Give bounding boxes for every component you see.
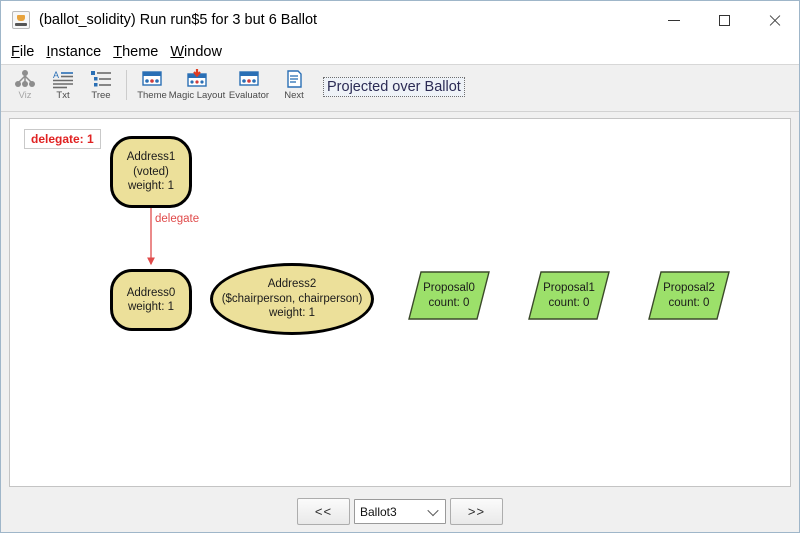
edge-delegate: [147, 208, 155, 266]
node-address2[interactable]: Address2 ($chairperson, chairperson) wei…: [210, 263, 374, 335]
theme-table-icon: [141, 69, 163, 89]
node-address2-line-0: Address2: [267, 278, 317, 291]
menu-theme-label: heme: [122, 43, 159, 60]
navigation-bar: << Ballot3 >>: [1, 491, 799, 532]
node-proposal0-line-1: count: 0: [428, 296, 470, 309]
java-cup-icon: [12, 11, 30, 29]
toolbar-label-magic-layout: Magic Layout: [168, 90, 226, 101]
next-instance-button[interactable]: >>: [450, 498, 503, 525]
menu-item-file[interactable]: File: [5, 42, 40, 62]
toolbar-button-tree[interactable]: Tree: [82, 67, 120, 101]
node-proposal0[interactable]: Proposal0 count: 0: [408, 271, 490, 320]
node-address1[interactable]: Address1 (voted) weight: 1: [110, 136, 192, 208]
toolbar-label-evaluator: Evaluator: [228, 90, 270, 101]
menu-item-window[interactable]: Window: [164, 42, 228, 62]
proposal2-shape: [648, 271, 730, 320]
menu-file-label: ile: [19, 43, 35, 60]
node-proposal0-line-0: Proposal0: [423, 282, 475, 294]
toolbar-label-tree: Tree: [91, 90, 111, 101]
minimize-icon: [668, 19, 680, 21]
menu-bar: File Instance Theme Window: [1, 39, 799, 65]
toolbar-button-magic-layout[interactable]: Magic Layout: [168, 67, 226, 101]
node-address1-line-0: Address1: [126, 151, 176, 164]
node-address2-line-1: ($chairperson, chairperson): [221, 292, 363, 305]
node-address0-line-1: weight: 1: [127, 301, 175, 313]
proposal0-shape: [408, 271, 490, 320]
node-proposal2[interactable]: Proposal2 count: 0: [648, 271, 730, 320]
menu-window-label: indow: [184, 43, 222, 60]
node-address0-line-0: Address0: [126, 286, 176, 299]
toolbar-label-next: Next: [284, 90, 304, 101]
window-title: (ballot_solidity) Run run$5 for 3 but 6 …: [39, 12, 318, 28]
node-address0-text: Address0 weight: 1: [127, 286, 176, 315]
menu-item-theme[interactable]: Theme: [107, 42, 164, 62]
toolbar-separator: [126, 70, 127, 100]
magic-layout-icon: [186, 69, 208, 89]
toolbar-label-viz: Viz: [18, 90, 32, 101]
node-proposal1-text: Proposal1 count: 0: [528, 271, 610, 320]
node-address2-text: Address2 ($chairperson, chairperson) wei…: [222, 277, 363, 321]
graph-canvas-container: delegate: 1 delegate Address1 (voted) we…: [1, 112, 799, 491]
menu-item-instance[interactable]: Instance: [40, 42, 107, 62]
menu-instance-mnemonic: I: [46, 43, 51, 60]
node-proposal1-line-0: Proposal1: [543, 282, 595, 294]
instance-select[interactable]: Ballot3: [354, 499, 446, 524]
projection-status-label[interactable]: Projected over Ballot: [323, 77, 465, 97]
chevron-down-icon: [425, 500, 441, 523]
title-bar: (ballot_solidity) Run run$5 for 3 but 6 …: [1, 1, 799, 39]
legend-delegate: delegate: 1: [24, 129, 101, 149]
toolbar-button-evaluator[interactable]: Evaluator: [223, 67, 275, 101]
graph-canvas[interactable]: delegate: 1 delegate Address1 (voted) we…: [9, 118, 791, 487]
instance-select-value: Ballot3: [360, 504, 397, 519]
edge-label-delegate: delegate: [155, 213, 200, 225]
toolbar-label-txt: Txt: [56, 90, 70, 101]
node-address1-text: Address1 (voted) weight: 1: [127, 150, 176, 194]
window-controls: [649, 1, 799, 39]
viz-graph-icon: [14, 69, 36, 89]
previous-instance-button[interactable]: <<: [297, 498, 350, 525]
node-address1-line-1: (voted): [133, 165, 169, 178]
proposal1-shape: [528, 271, 610, 320]
tree-outline-icon: [90, 69, 112, 89]
close-icon: [768, 14, 781, 27]
node-proposal2-line-1: count: 0: [668, 296, 710, 309]
menu-window-mnemonic: W: [170, 43, 185, 60]
node-proposal1-line-1: count: 0: [548, 296, 590, 309]
close-button[interactable]: [749, 1, 799, 39]
node-proposal2-line-0: Proposal2: [663, 282, 715, 294]
node-proposal0-text: Proposal0 count: 0: [408, 271, 490, 320]
next-document-icon: [283, 69, 305, 89]
svg-text:A: A: [53, 70, 59, 80]
menu-theme-mnemonic: T: [113, 43, 123, 60]
menu-instance-label: nstance: [50, 43, 102, 60]
menu-file-mnemonic: F: [11, 43, 20, 60]
toolbar-button-theme[interactable]: Theme: [133, 67, 171, 101]
node-proposal2-text: Proposal2 count: 0: [648, 271, 730, 320]
maximize-icon: [718, 14, 730, 26]
toolbar-label-theme: Theme: [137, 90, 167, 101]
toolbar: Viz A Txt: [1, 65, 799, 112]
evaluator-icon: [238, 69, 260, 89]
maximize-button[interactable]: [699, 1, 749, 39]
toolbar-button-next[interactable]: Next: [275, 67, 313, 101]
node-address1-line-2: weight: 1: [127, 180, 175, 193]
node-address0[interactable]: Address0 weight: 1: [110, 269, 192, 331]
node-address2-line-2: weight: 1: [268, 307, 316, 320]
text-lines-icon: A: [52, 69, 74, 89]
node-proposal1[interactable]: Proposal1 count: 0: [528, 271, 610, 320]
toolbar-button-viz[interactable]: Viz: [6, 67, 44, 101]
minimize-button[interactable]: [649, 1, 699, 39]
toolbar-button-txt[interactable]: A Txt: [44, 67, 82, 101]
